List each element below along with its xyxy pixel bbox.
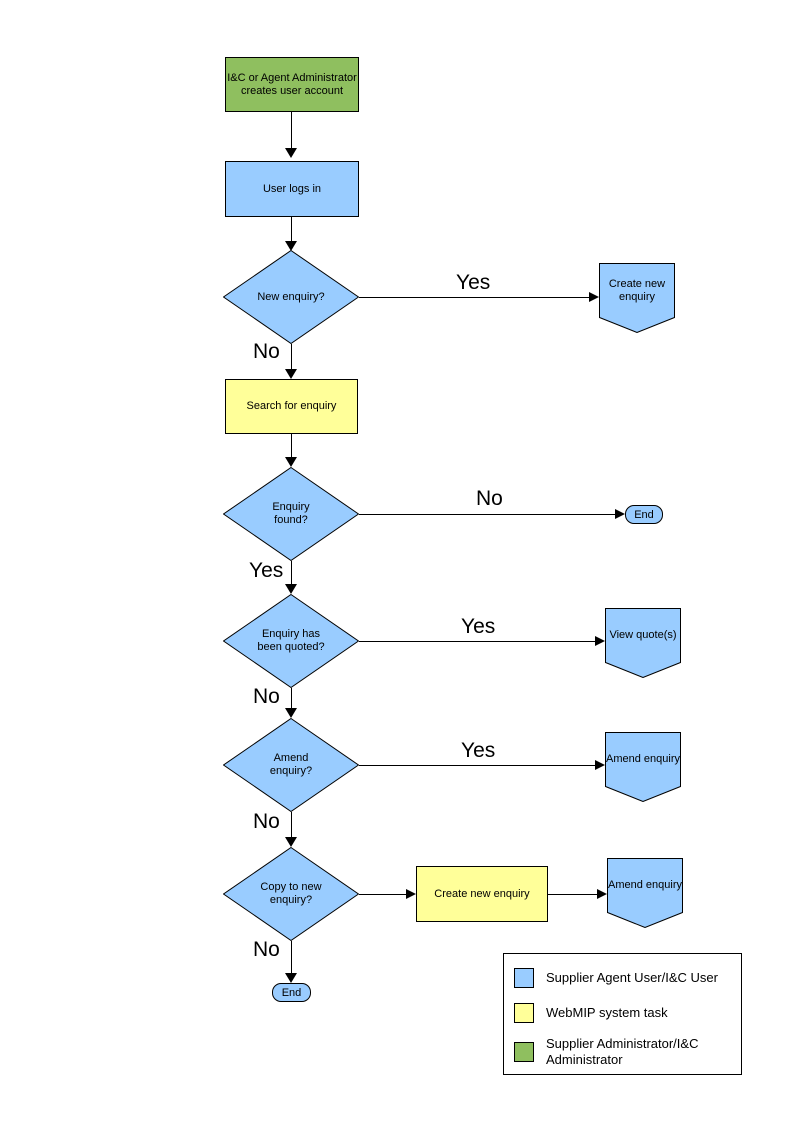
legend-box: Supplier Agent User/I&C User WebMIP syst… bbox=[503, 953, 742, 1075]
node-user-logs-in: User logs in bbox=[225, 161, 359, 217]
connector-view-quotes: View quote(s) bbox=[605, 608, 681, 678]
edge-label-no-quoted: No bbox=[253, 685, 280, 708]
node-label: Amend enquiry? bbox=[269, 752, 313, 777]
node-label: Enquiry found? bbox=[272, 501, 310, 526]
arrowhead-down-icon bbox=[285, 369, 297, 379]
edge-label-yes-amend: Yes bbox=[461, 739, 496, 762]
connector-line bbox=[359, 514, 615, 515]
node-label: Amend enquiry bbox=[606, 753, 680, 765]
pentagon-shape bbox=[605, 608, 681, 678]
connector-line bbox=[291, 112, 292, 148]
arrowhead-right-icon bbox=[597, 889, 607, 899]
arrowhead-down-icon bbox=[285, 457, 297, 467]
arrowhead-down-icon bbox=[285, 837, 297, 847]
connector-line bbox=[291, 812, 292, 837]
connector-line bbox=[291, 217, 292, 241]
arrowhead-down-icon bbox=[285, 708, 297, 718]
connector-line bbox=[291, 688, 292, 708]
pentagon-shape bbox=[599, 263, 675, 333]
arrowhead-right-icon bbox=[589, 292, 599, 302]
arrowhead-right-icon bbox=[595, 760, 605, 770]
arrowhead-down-icon bbox=[285, 148, 297, 158]
node-label: Create new enquiry bbox=[434, 887, 530, 900]
edge-label-yes-new-enquiry: Yes bbox=[456, 271, 491, 294]
connector-amend-enquiry-2: Amend enquiry bbox=[607, 858, 683, 928]
connector-line bbox=[548, 894, 597, 895]
node-label: Copy to new enquiry? bbox=[260, 881, 322, 906]
arrowhead-right-icon bbox=[406, 889, 416, 899]
decision-enquiry-quoted: Enquiry has been quoted? bbox=[223, 594, 359, 688]
connector-line bbox=[359, 297, 589, 298]
connector-create-new-enquiry: Create new enquiry bbox=[599, 263, 675, 333]
node-label: Amend enquiry bbox=[608, 879, 682, 891]
connector-line bbox=[359, 765, 595, 766]
node-search-for-enquiry: Search for enquiry bbox=[225, 379, 358, 434]
connector-line bbox=[291, 344, 292, 369]
terminator-end-1: End bbox=[625, 505, 663, 524]
arrowhead-down-icon bbox=[285, 584, 297, 594]
node-label: View quote(s) bbox=[609, 629, 677, 641]
edge-label-no-copy: No bbox=[253, 938, 280, 961]
node-label: Create new enquiry bbox=[608, 277, 666, 303]
arrowhead-right-icon bbox=[615, 509, 625, 519]
arrowhead-right-icon bbox=[595, 636, 605, 646]
node-label: I&C or Agent Administrator creates user … bbox=[227, 71, 357, 97]
decision-enquiry-found: Enquiry found? bbox=[223, 467, 359, 561]
connector-line bbox=[359, 894, 406, 895]
diamond-shape bbox=[223, 250, 359, 344]
connector-line bbox=[291, 434, 292, 457]
edge-label-no-enquiry-found: No bbox=[476, 487, 503, 510]
decision-amend-enquiry: Amend enquiry? bbox=[223, 718, 359, 812]
node-label: End bbox=[634, 508, 654, 521]
connector-amend-enquiry-1: Amend enquiry bbox=[605, 732, 681, 802]
legend-swatch-yellow bbox=[514, 1003, 534, 1023]
decision-new-enquiry: New enquiry? bbox=[223, 250, 359, 344]
diamond-shape bbox=[223, 847, 359, 941]
pentagon-shape bbox=[605, 732, 681, 802]
legend-swatch-green bbox=[514, 1042, 534, 1062]
pentagon-shape bbox=[607, 858, 683, 928]
connector-line bbox=[291, 941, 292, 973]
node-label: New enquiry? bbox=[257, 290, 325, 303]
node-label: Enquiry has been quoted? bbox=[257, 628, 325, 653]
edge-label-no-amend: No bbox=[253, 810, 280, 833]
edge-label-yes-enquiry-found: Yes bbox=[249, 559, 284, 582]
legend-item-supplier-agent-user: Supplier Agent User/I&C User bbox=[514, 968, 736, 988]
legend-item-webmip-system-task: WebMIP system task bbox=[514, 1003, 736, 1023]
legend-item-supplier-administrator: Supplier Administrator/I&C Administrator bbox=[514, 1036, 736, 1068]
edge-label-yes-quoted: Yes bbox=[461, 615, 496, 638]
node-create-new-enquiry-task: Create new enquiry bbox=[416, 866, 548, 922]
legend-label: Supplier Agent User/I&C User bbox=[546, 970, 718, 985]
node-label: Search for enquiry bbox=[246, 400, 337, 412]
decision-copy-to-new-enquiry: Copy to new enquiry? bbox=[223, 847, 359, 941]
arrowhead-down-icon bbox=[285, 241, 297, 251]
diamond-shape bbox=[223, 467, 359, 561]
node-admin-creates-account: I&C or Agent Administrator creates user … bbox=[225, 57, 359, 112]
node-label: User logs in bbox=[262, 182, 322, 195]
connector-line bbox=[359, 641, 595, 642]
diamond-shape bbox=[223, 718, 359, 812]
legend-swatch-blue bbox=[514, 968, 534, 988]
arrowhead-down-icon bbox=[285, 973, 297, 983]
edge-label-no-new-enquiry: No bbox=[253, 340, 280, 363]
legend-label: WebMIP system task bbox=[546, 1005, 668, 1020]
node-label: End bbox=[281, 986, 302, 999]
diamond-shape bbox=[223, 594, 359, 688]
terminator-end-2: End bbox=[272, 983, 311, 1002]
connector-line bbox=[291, 561, 292, 584]
legend-label: Supplier Administrator/I&C Administrator bbox=[546, 1036, 699, 1067]
